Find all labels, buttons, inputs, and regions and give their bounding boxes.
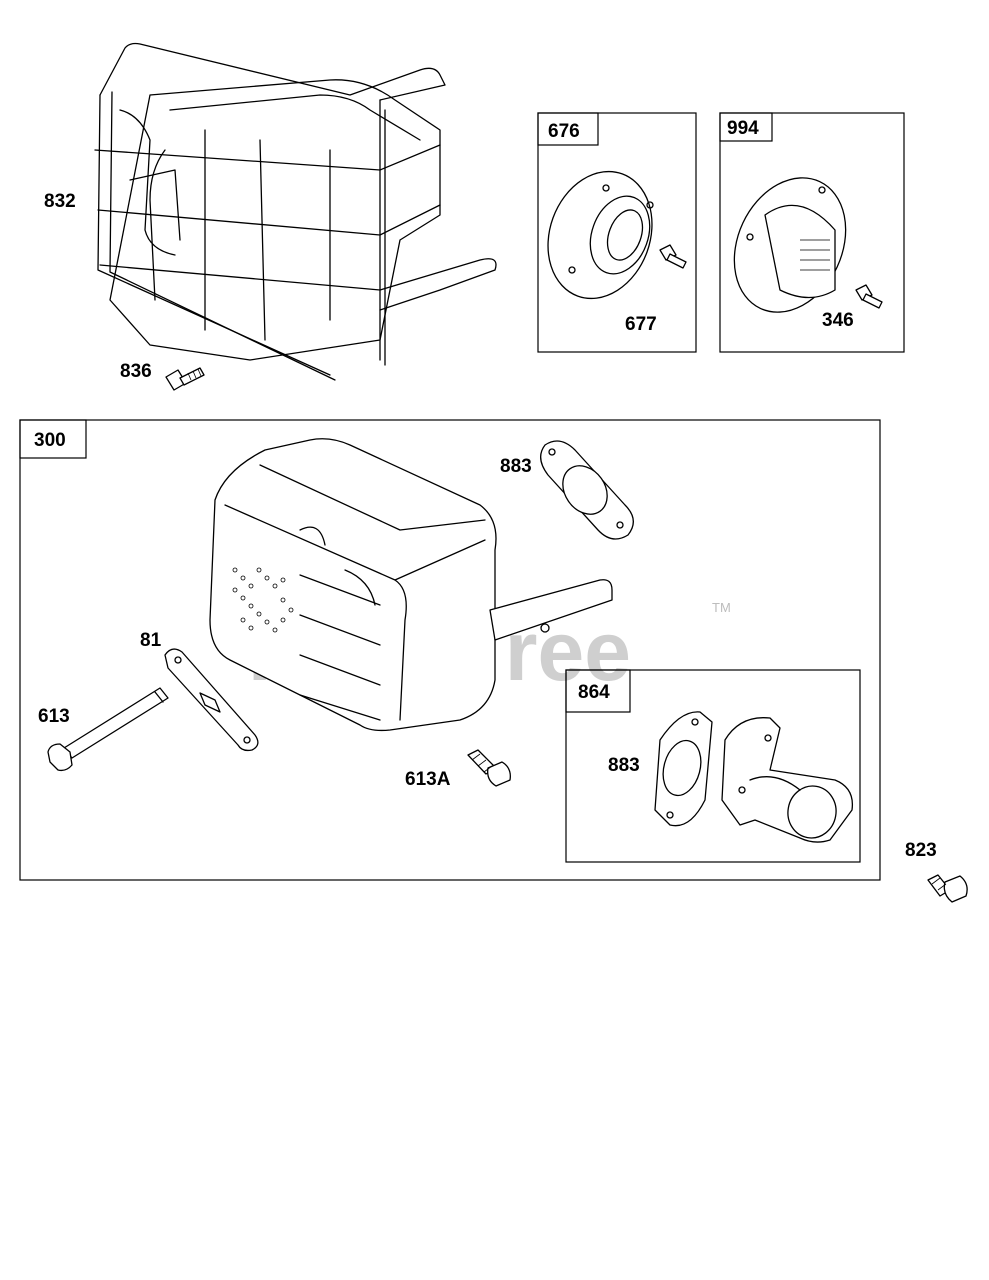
muffler-part[interactable] xyxy=(209,438,613,732)
exhaust-elbow-kit-label: 864 xyxy=(578,682,610,703)
screen-kit-676-tag xyxy=(537,112,599,146)
muffler-kit-box xyxy=(19,419,881,881)
screen-kit-994-tag xyxy=(719,112,773,142)
exhaust-gasket-top-part[interactable] xyxy=(540,440,634,540)
deflector-screw-346-part[interactable] xyxy=(855,284,883,309)
guard-screw-part[interactable] xyxy=(165,367,205,391)
deflector-screw-677-part[interactable] xyxy=(659,244,687,269)
screw-613a-label: 613A xyxy=(405,769,451,790)
screen-kit-994-label: 994 xyxy=(727,118,759,139)
muffler-guard-part[interactable] xyxy=(94,42,497,381)
exhaust-elbow-kit-box xyxy=(565,669,861,863)
bolt-label: 613 xyxy=(38,706,70,727)
screen-kit-676-box xyxy=(537,112,697,353)
exhaust-elbow-kit-tag xyxy=(565,669,631,713)
deflector-screw-677-label: 677 xyxy=(625,314,657,335)
guard-label: 832 xyxy=(44,191,76,212)
lock-plate-label: 81 xyxy=(140,630,162,651)
screw-613a-part[interactable] xyxy=(467,749,511,787)
exhaust-gasket-kit-part[interactable] xyxy=(654,711,713,827)
spark-arrestor-deflector-676[interactable] xyxy=(531,157,669,313)
screw-823-label: 823 xyxy=(905,840,937,861)
exhaust-elbow-part[interactable] xyxy=(721,717,854,843)
screen-kit-676-label: 676 xyxy=(548,121,580,142)
lock-plate-part[interactable] xyxy=(164,648,259,752)
muffler-kit-tag xyxy=(19,419,87,459)
bolt-part[interactable] xyxy=(47,687,169,772)
screw-823-part[interactable] xyxy=(927,874,968,903)
spark-arrestor-screen-994[interactable] xyxy=(713,160,866,331)
screen-kit-994-box xyxy=(719,112,905,353)
trademark-text: TM xyxy=(712,600,731,615)
deflector-screw-346-label: 346 xyxy=(822,310,854,331)
exhaust-gasket-kit-label: 883 xyxy=(608,755,640,776)
exhaust-gasket-top-label: 883 xyxy=(500,456,532,477)
guard-screw-label: 836 xyxy=(120,361,152,382)
muffler-kit-label: 300 xyxy=(34,430,66,451)
